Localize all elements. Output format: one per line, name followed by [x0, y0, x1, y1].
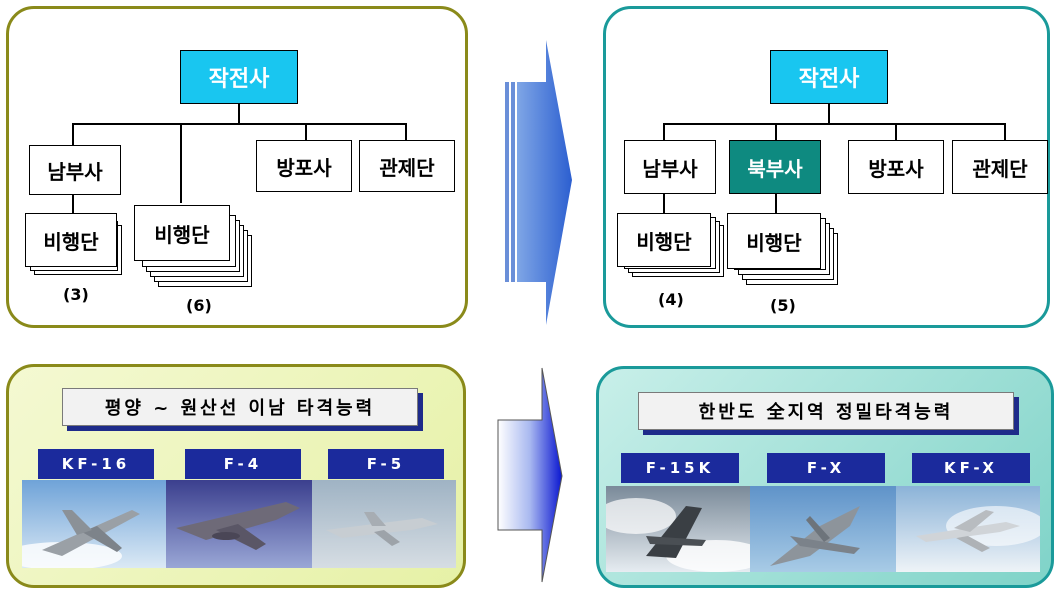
wing-count-left: (3)	[63, 285, 89, 304]
wing-box-mid: 비행단	[134, 205, 230, 261]
aircraft-photo-fx	[750, 486, 896, 572]
capability-title: 평양 ~ 원산선 이남 타격능력	[62, 388, 418, 426]
connector-line	[1004, 123, 1006, 141]
wing-box-left: 비행단	[617, 213, 711, 267]
control-group-box: 관제단	[952, 140, 1048, 194]
aircraft-photo-f4	[166, 480, 312, 568]
connector-line	[72, 195, 74, 213]
connector-line	[663, 123, 1005, 125]
aircraft-tag-f5: F-5	[328, 449, 444, 479]
connector-line	[775, 194, 777, 214]
connector-line	[775, 123, 777, 141]
ops-command-box: 작전사	[180, 50, 298, 104]
aircraft-tag-fx: F-X	[767, 453, 885, 483]
connector-line	[895, 123, 897, 141]
air-defense-box: 방포사	[256, 140, 352, 192]
wing-box-mid: 비행단	[727, 213, 821, 269]
aircraft-photo-kf16	[22, 480, 166, 568]
aircraft-photo-f5	[312, 480, 456, 568]
aircraft-tag-f15k: F-15K	[621, 453, 739, 483]
connector-line	[663, 194, 665, 214]
south-command-box: 남부사	[624, 140, 716, 194]
wing-count-mid: (6)	[186, 296, 212, 315]
south-command-box: 남부사	[29, 145, 121, 195]
connector-line	[72, 123, 74, 145]
connector-line	[72, 123, 406, 125]
wing-count-mid: (5)	[770, 296, 796, 315]
aircraft-tag-kfx: KF-X	[912, 453, 1030, 483]
aircraft-photo-f15k	[606, 486, 750, 572]
connector-line	[828, 104, 830, 124]
wing-count-left: (4)	[658, 290, 684, 309]
connector-line	[180, 123, 182, 203]
aircraft-photo-kfx	[896, 486, 1040, 572]
connector-line	[305, 123, 307, 145]
aircraft-tag-f4: F-4	[185, 449, 301, 479]
connector-line	[405, 123, 407, 145]
aircraft-tag-kf16: KF-16	[38, 449, 154, 479]
north-command-box: 북부사	[729, 140, 821, 194]
control-group-box: 관제단	[359, 140, 455, 192]
wing-box-left: 비행단	[25, 213, 117, 267]
air-defense-box: 방포사	[848, 140, 944, 194]
connector-line	[238, 104, 240, 124]
ops-command-box: 작전사	[770, 50, 888, 104]
transition-arrow-top	[505, 40, 572, 325]
transition-arrow-bottom	[497, 367, 563, 583]
connector-line	[663, 123, 665, 141]
capability-title: 한반도 全지역 정밀타격능력	[638, 392, 1014, 430]
